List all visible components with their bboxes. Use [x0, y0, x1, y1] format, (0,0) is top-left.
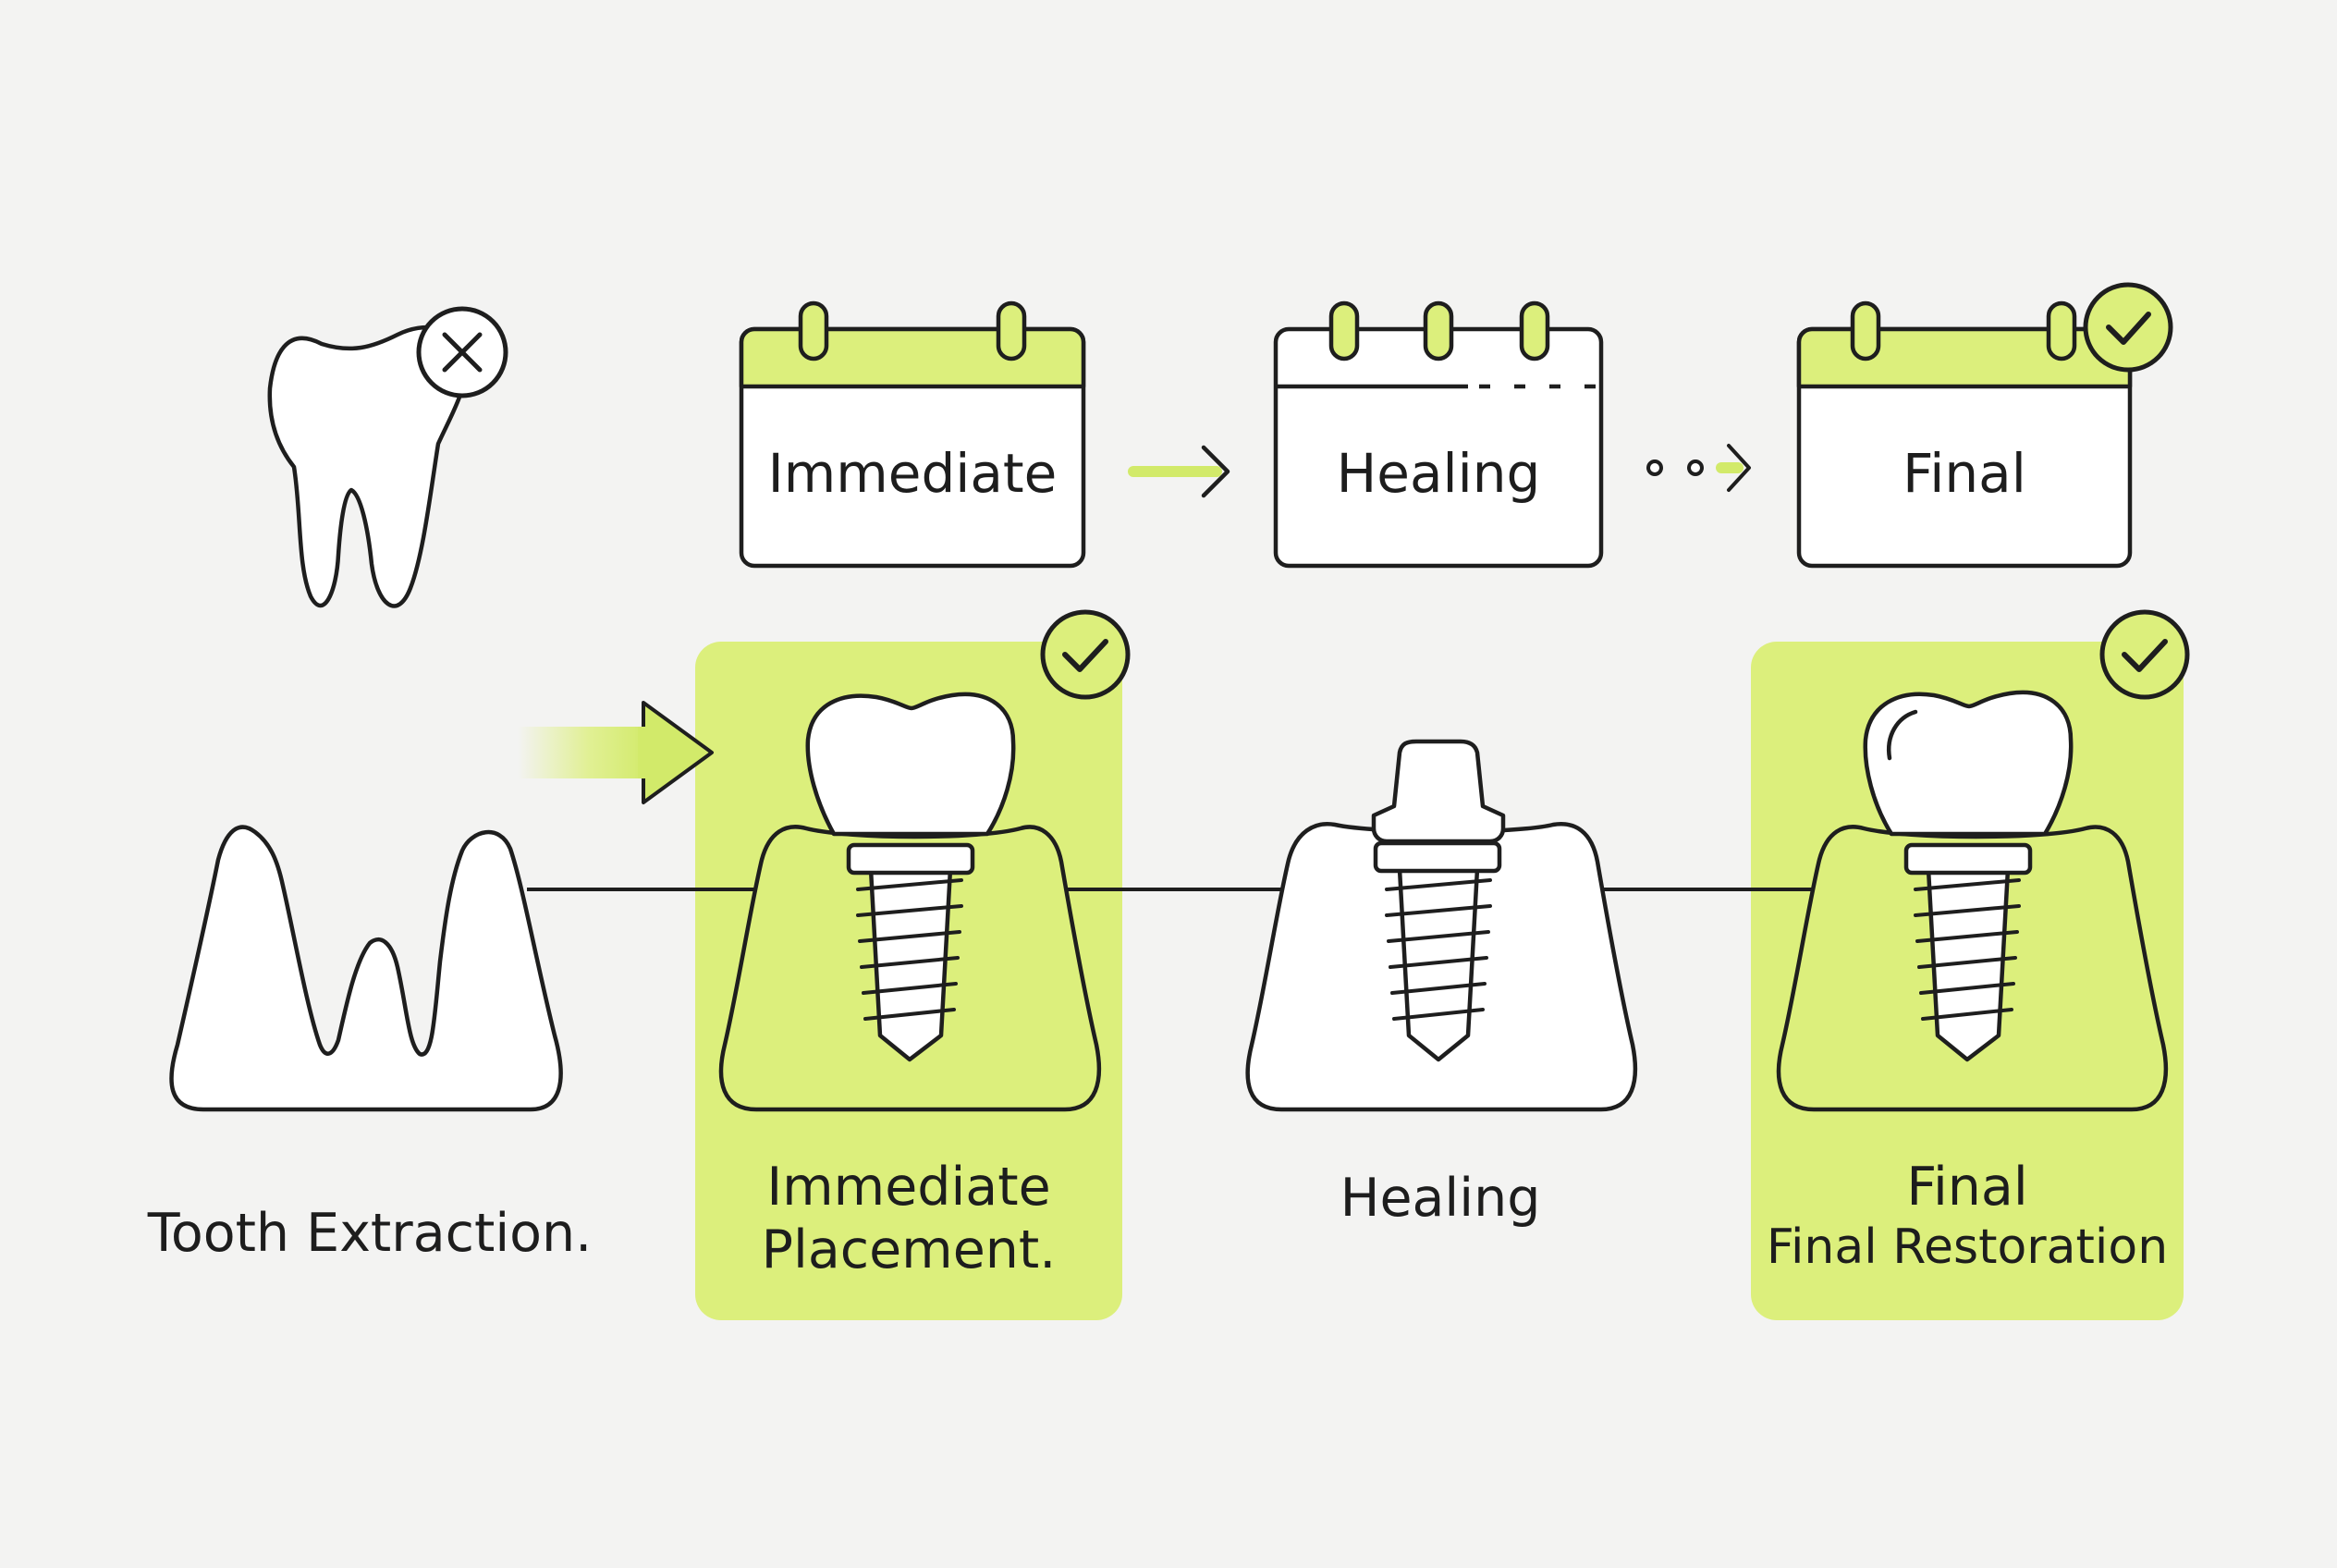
step-label-extraction: Tooth Extraction.: [139, 1202, 601, 1265]
step-label-immediate-line-1: Immediate: [766, 1157, 1051, 1218]
step-label-final: Final Final Restoration: [1751, 1156, 2184, 1277]
implant-healing-abutment-icon: [1245, 739, 1638, 1112]
implant-final-crown-icon: [1776, 690, 2169, 1112]
arrow-right-icon: [1128, 445, 1230, 498]
step-label-immediate: Immediate Placement.: [695, 1156, 1122, 1282]
step-label-final-line-2: Final Restoration: [1766, 1219, 2169, 1276]
step-label-healing: Healing: [1239, 1167, 1642, 1230]
calendar-label-healing: Healing: [1336, 442, 1541, 505]
check-badge-final-icon: [2099, 609, 2190, 700]
calendar-immediate-icon: [739, 300, 1086, 569]
extraction-socket-icon: [169, 825, 563, 1112]
calendar-final-icon: [1796, 282, 2173, 569]
extracted-tooth-icon: [267, 306, 508, 608]
check-badge-immediate-icon: [1040, 609, 1131, 700]
step-label-extraction-line-1: Tooth Extraction.: [147, 1203, 593, 1264]
step-label-healing-line-1: Healing: [1340, 1168, 1541, 1229]
dotted-arrow-icon: [1646, 444, 1751, 492]
gradient-arrow-icon: [518, 701, 714, 804]
calendar-label-final: Final: [1903, 442, 2026, 505]
implant-crown-icon: [718, 692, 1102, 1112]
calendar-label-immediate: Immediate: [767, 442, 1058, 505]
calendar-healing-icon: [1273, 300, 1604, 569]
step-label-immediate-line-2: Placement.: [761, 1219, 1057, 1281]
step-label-final-line-1: Final: [1906, 1157, 2028, 1218]
